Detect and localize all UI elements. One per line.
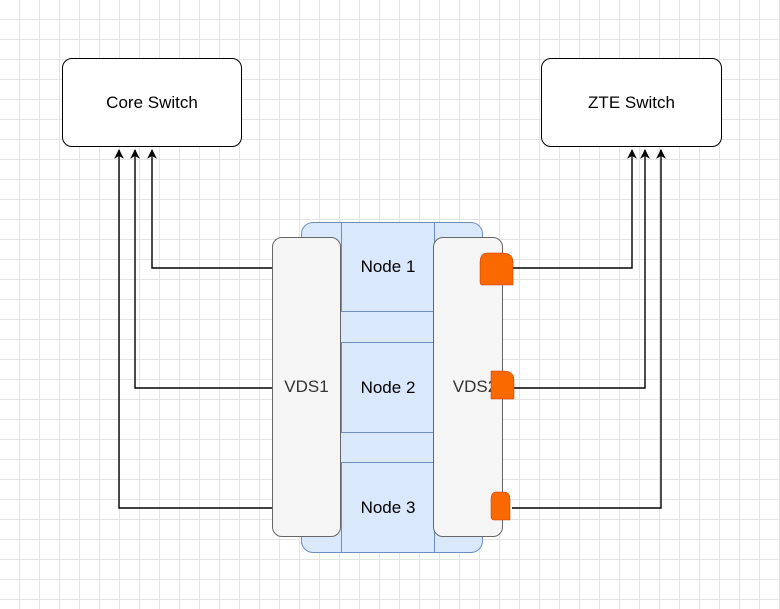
vds1-uplink-3 bbox=[114, 149, 272, 509]
node-1-label: Node 1 bbox=[360, 257, 416, 276]
vds2-label: VDS2 bbox=[452, 377, 498, 396]
node-3[interactable]: Node 3 bbox=[341, 462, 435, 553]
vds2-uplink-2 bbox=[512, 149, 650, 389]
port-1[interactable] bbox=[479, 252, 515, 286]
vds2-uplink-1 bbox=[512, 149, 637, 269]
node-2-label: Node 2 bbox=[360, 377, 416, 397]
core-switch[interactable]: Core Switch bbox=[62, 58, 242, 147]
vds2-uplink-3 bbox=[512, 149, 666, 509]
zte-switch[interactable]: ZTE Switch bbox=[541, 58, 722, 147]
port-2[interactable] bbox=[490, 370, 518, 400]
node-1[interactable]: Node 1 bbox=[341, 222, 435, 312]
port-3[interactable] bbox=[490, 491, 514, 521]
vds1-uplink-1 bbox=[147, 149, 272, 269]
core-switch-label: Core Switch bbox=[106, 92, 198, 112]
vds1-label: VDS1 bbox=[284, 377, 329, 396]
vds1-uplink-2 bbox=[130, 149, 272, 389]
zte-switch-label: ZTE Switch bbox=[588, 92, 675, 112]
node-3-label: Node 3 bbox=[360, 497, 416, 517]
vds1-bar[interactable]: VDS1 bbox=[272, 237, 341, 537]
